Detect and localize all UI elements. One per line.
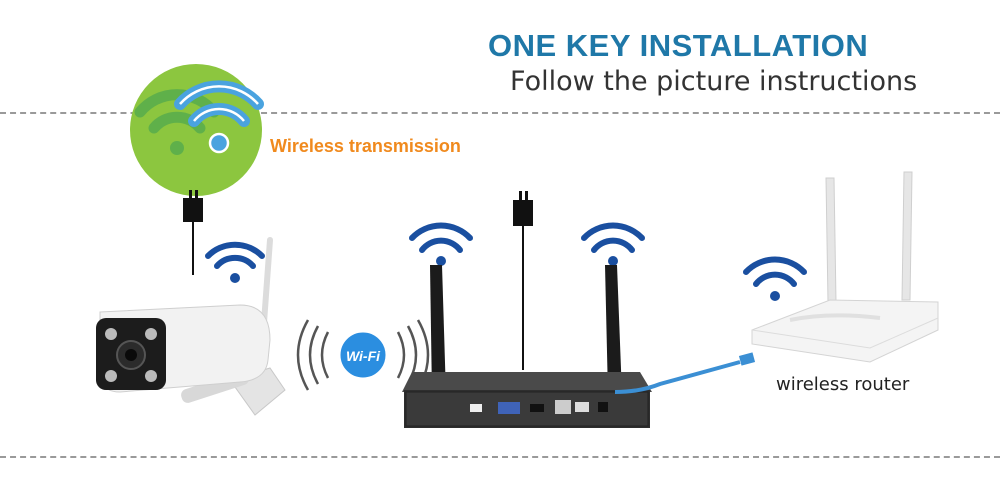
router-wifi-icon — [743, 256, 807, 301]
wifi-badge-text: Wi-Fi — [346, 348, 381, 364]
ethernet-cable-icon — [614, 352, 756, 394]
bullet-camera-icon — [96, 237, 286, 416]
wireless-router-icon — [751, 171, 939, 363]
nvr-wifi-left-icon — [409, 222, 473, 266]
bottom-divider — [0, 456, 1000, 458]
top-divider — [0, 112, 1000, 114]
nvr-recorder-icon — [402, 265, 652, 428]
nvr-wifi-right-icon — [581, 222, 645, 266]
wifi-badge: Wi-Fi — [337, 329, 389, 381]
camera-wifi-icon — [205, 241, 265, 283]
camera-power-adapter-icon — [183, 190, 203, 275]
wireless-router-label: wireless router — [776, 374, 910, 395]
nvr-power-adapter-icon — [513, 191, 533, 370]
wireless-transmission-label: Wireless transmission — [270, 136, 461, 156]
wireless-badge-icon — [130, 64, 264, 196]
page-subtitle: Follow the picture instructions — [510, 66, 918, 97]
page-title: ONE KEY INSTALLATION — [488, 28, 869, 63]
